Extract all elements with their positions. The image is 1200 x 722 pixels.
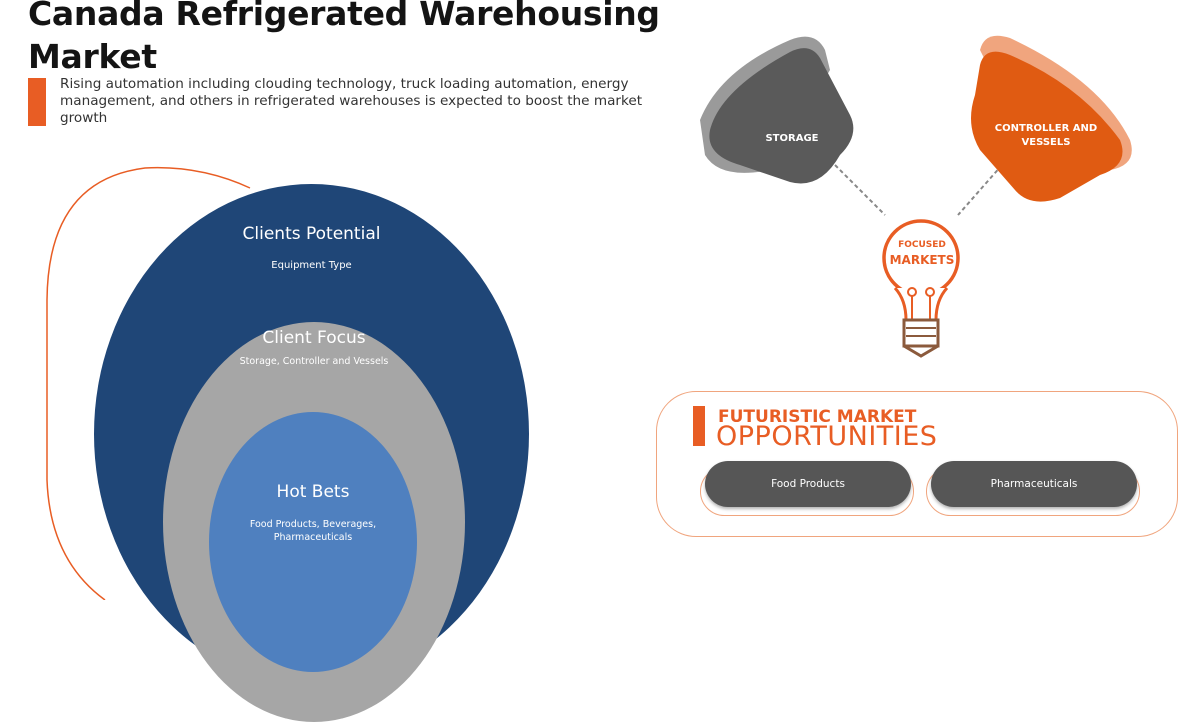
opportunity-label: Pharmaceuticals <box>931 461 1137 507</box>
opportunities-panel <box>656 391 1178 537</box>
opportunities-title-line1: FUTURISTIC MARKET <box>718 407 917 427</box>
clients-potential-title: Clients Potential <box>242 224 381 244</box>
segment-controller-label: CONTROLLER AND VESSELS <box>994 123 1098 148</box>
client-focus-title: Client Focus <box>262 328 366 348</box>
bulb-label-line1: FOCUSED <box>898 240 946 250</box>
accent-bar <box>28 78 46 126</box>
circle-hot-bets: Hot Bets Food Products, Beverages, Pharm… <box>209 412 417 672</box>
focused-markets-graphic <box>700 35 1132 358</box>
page-title: Canada Refrigerated Warehousing Market <box>28 0 660 76</box>
segment-storage-label: STORAGE <box>765 133 819 144</box>
page-subtitle: Rising automation including clouding tec… <box>60 76 643 126</box>
opportunities-title-line2: OPPORTUNITIES <box>716 421 938 452</box>
decorative-outline <box>46 166 251 600</box>
opportunity-food-products: Food Products <box>700 461 914 516</box>
opportunity-label: Food Products <box>705 461 911 507</box>
bulb-label-line2: MARKETS <box>889 253 955 267</box>
hot-bets-subtitle: Food Products, Beverages, Pharmaceutical… <box>249 519 377 543</box>
client-focus-subtitle: Storage, Controller and Vessels <box>239 356 389 367</box>
clients-potential-subtitle: Equipment Type <box>271 260 352 271</box>
opportunity-pharmaceuticals: Pharmaceuticals <box>926 461 1140 516</box>
opportunities-accent-bar <box>693 406 705 446</box>
hot-bets-title: Hot Bets <box>276 482 350 502</box>
